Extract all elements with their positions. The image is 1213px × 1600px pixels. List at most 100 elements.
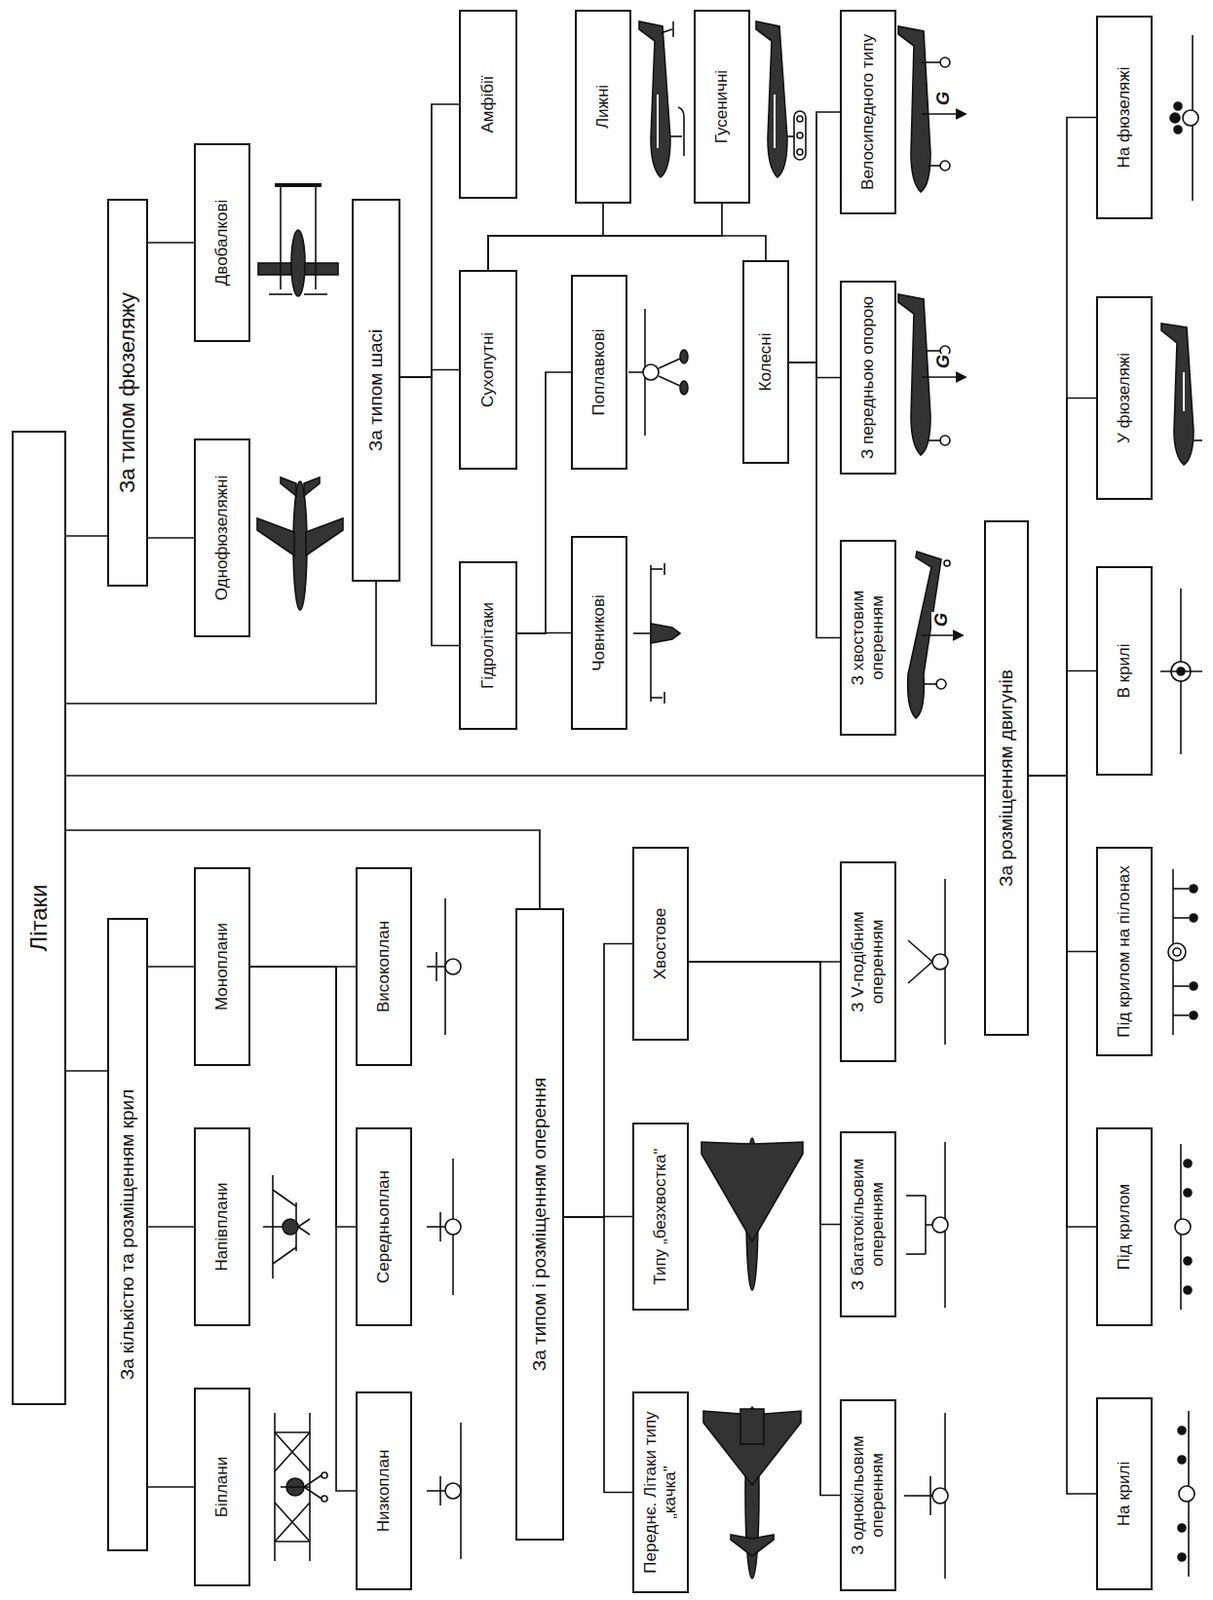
type-box: Під крилом	[1096, 1127, 1153, 1327]
node-label: Амфібії	[478, 75, 498, 133]
type-box: В крилі	[1096, 566, 1153, 776]
tree-connector	[488, 203, 604, 270]
engines-on-wing-figure-part	[1177, 1455, 1186, 1464]
category-box: За типом шасі	[351, 198, 401, 582]
engines-under-wing-figure-part	[1183, 1286, 1192, 1294]
tree-connector	[564, 944, 633, 1218]
sesquiplane-figure-part	[272, 1247, 297, 1264]
twin-boom-figure-part	[291, 229, 305, 297]
node-label: Типу „безхвостка"	[650, 1147, 671, 1285]
type-box: Колесні	[742, 260, 790, 464]
tree-connector	[66, 774, 985, 777]
tail-wheel-figure-part	[952, 630, 963, 641]
engines-on-wing-figure-part	[1177, 1523, 1186, 1532]
node-label: Гідролітаки	[478, 602, 498, 689]
flying-boat-figure-part	[650, 568, 663, 570]
category-box: За типом і розміщенням оперення	[515, 908, 565, 1541]
flying-boat-figure-part	[663, 691, 666, 704]
single-fuselage-figure-part	[280, 477, 297, 496]
type-box: Двобалкові	[193, 143, 251, 342]
engine-in-fuselage-figure-part	[1192, 439, 1203, 442]
engine-in-fuselage-figure-part	[1182, 372, 1185, 412]
bicycle-gear-figure-part	[898, 26, 931, 192]
flying-boat-figure-part	[663, 563, 666, 575]
float-plane-figure-part	[658, 358, 681, 369]
ski-plane-figure	[639, 21, 671, 178]
type-box: Лижні	[574, 9, 632, 204]
node-label: За розміщенням двигунів	[995, 669, 1019, 887]
type-box: Низкоплан	[355, 1391, 413, 1591]
illustrations-part	[257, 21, 1203, 1579]
tree-connector	[488, 235, 766, 270]
biplane-figure-part	[274, 1502, 310, 1542]
type-box: Гусеничні	[693, 9, 751, 204]
canard-figure	[703, 1406, 801, 1579]
sesquiplane-figure-part	[282, 1218, 299, 1235]
sesquiplane-figure	[263, 1175, 310, 1279]
type-box: Напівплани	[193, 1127, 251, 1327]
v-tail-figure-part	[908, 940, 933, 962]
type-box: У фюзеляжі	[1096, 296, 1153, 500]
node-label: З хвостовим оперенням	[848, 549, 889, 726]
biplane-figure	[274, 1412, 328, 1561]
category-box: За розміщенням двигунів	[984, 520, 1029, 1036]
tailless-figure	[701, 1137, 803, 1290]
nose-wheel-figure-part	[925, 349, 942, 352]
single-fuselage-figure-part	[293, 481, 307, 610]
node-label: Низкоплан	[374, 1449, 394, 1533]
bicycle-gear-figure-part	[940, 160, 950, 171]
engines-on-pylons-figure-part	[1168, 943, 1186, 961]
sesquiplane-figure-part	[272, 1189, 297, 1207]
tree-connector	[1028, 671, 1097, 777]
type-box: Біплани	[193, 1387, 251, 1587]
engines-on-pylons-figure-part	[1173, 947, 1181, 956]
bicycle-gear-figure	[898, 26, 966, 192]
mid-wing-figure-part	[439, 1212, 442, 1242]
type-box: Середньоплан	[355, 1127, 413, 1327]
flying-boat-figure	[633, 563, 681, 704]
node-label: Колесні	[756, 332, 776, 391]
category-box: За кількістю та розміщенням крил	[107, 917, 149, 1552]
tree-connector	[789, 112, 840, 363]
tail-wheel-figure-part	[936, 679, 947, 689]
flying-boat-figure-part	[633, 632, 651, 635]
type-box: З хвостовим оперенням	[839, 539, 897, 736]
high-wing-figure	[426, 898, 461, 1035]
tree-connector	[250, 966, 356, 1491]
engines-under-wing-figure-part	[1183, 1256, 1192, 1265]
tree-connector	[148, 241, 194, 244]
tree-connector	[1028, 775, 1097, 952]
biplane-figure-part	[274, 1432, 310, 1472]
flying-boat-figure-part	[650, 696, 663, 699]
float-plane-figure-part	[643, 364, 659, 380]
multi-fin-figure	[906, 1141, 948, 1308]
twin-boom-figure-part	[274, 183, 322, 188]
engine-in-wing-figure-part	[1160, 670, 1203, 673]
bicycle-gear-figure-part	[955, 109, 966, 119]
force-label: G	[931, 611, 951, 628]
tree-connector	[400, 104, 459, 378]
engines-on-fuselage-figure-part	[1170, 113, 1180, 123]
tree-connector	[517, 372, 571, 634]
type-box: Моноплани	[193, 867, 251, 1066]
engines-on-pylons-figure-part	[1173, 887, 1189, 890]
track-gear-part	[787, 135, 795, 138]
twin-boom-figure-part	[279, 185, 282, 290]
bicycle-gear-figure-part	[921, 61, 942, 64]
tree-connector	[400, 370, 459, 379]
nose-wheel-figure-part	[955, 372, 966, 382]
tree-connector	[66, 1069, 108, 1072]
type-box: На крилі	[1096, 1397, 1153, 1591]
node-label: Сухопутні	[478, 332, 498, 408]
node-label: Гусеничні	[712, 70, 732, 144]
tree-connector	[250, 966, 356, 1227]
ski-gear	[660, 21, 684, 156]
engines-on-pylons-figure-part	[1189, 884, 1198, 893]
track-gear	[787, 111, 806, 160]
multi-fin-figure-part	[906, 1194, 926, 1197]
engines-on-pylons-figure-part	[1189, 913, 1198, 922]
node-label: Хвостове	[650, 908, 671, 980]
multi-fin-figure-part	[906, 1252, 926, 1255]
node-label: Лижні	[593, 84, 613, 129]
